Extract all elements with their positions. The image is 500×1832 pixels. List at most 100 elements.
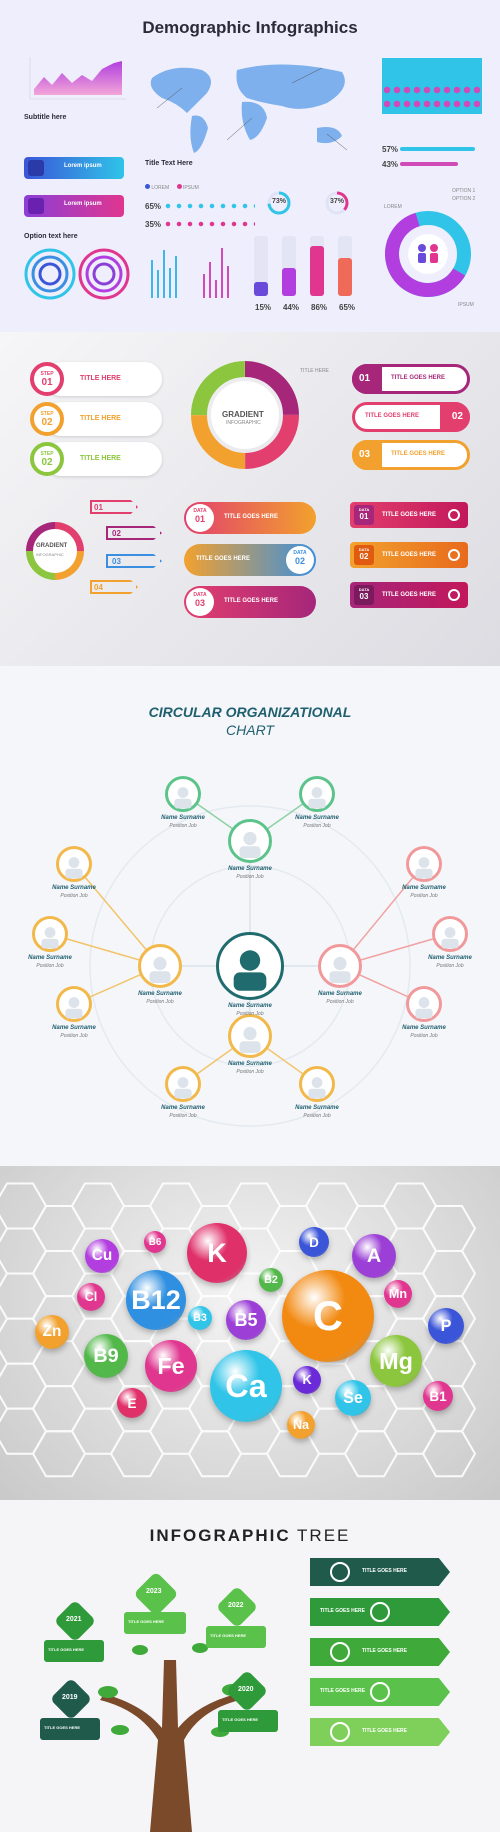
org-node[interactable] bbox=[318, 944, 362, 988]
right-row-2[interactable]: 02 TITLE GOES HERE bbox=[352, 402, 470, 432]
data-tag-badge: DATA 03 bbox=[354, 585, 374, 605]
arrow-item-4[interactable]: 04 bbox=[90, 580, 138, 594]
tree-card-2023[interactable]: TITLE GOES HERE bbox=[124, 1612, 186, 1634]
ribbon-item[interactable]: TITLE GOES HERE bbox=[310, 1678, 450, 1706]
vitamin-ball: B6 bbox=[144, 1231, 166, 1253]
step-title: TITLE HERE bbox=[80, 375, 121, 382]
org-node[interactable] bbox=[228, 1014, 272, 1058]
option-2-label: OPTION 2 bbox=[452, 196, 476, 202]
right-row-1[interactable]: 01 TITLE GOES HERE bbox=[352, 364, 470, 394]
step-item-2[interactable]: STEP 02 TITLE HERE bbox=[30, 402, 162, 436]
data-bar-2[interactable]: DATA 02 TITLE GOES HERE bbox=[184, 544, 316, 576]
org-node[interactable] bbox=[406, 846, 442, 882]
dot-row bbox=[165, 203, 255, 209]
ribbon-item[interactable]: TITLE GOES HERE bbox=[310, 1638, 450, 1666]
donut-chart bbox=[385, 211, 471, 297]
tree-card-2021[interactable]: TITLE GOES HERE bbox=[44, 1640, 104, 1662]
world-map bbox=[150, 64, 348, 153]
org-node[interactable] bbox=[228, 819, 272, 863]
vitamin-symbol: Mn bbox=[388, 1287, 408, 1301]
org-node-name: Name Surname bbox=[228, 1061, 272, 1067]
ribbon-item[interactable]: TITLE GOES HERE bbox=[310, 1598, 450, 1626]
data-title: TITLE GOES HERE bbox=[196, 556, 251, 562]
org-node-name: Name Surname bbox=[28, 955, 72, 961]
vitamin-ball: Cu bbox=[85, 1239, 119, 1273]
right-row-3[interactable]: 03 TITLE GOES HERE bbox=[352, 440, 470, 470]
tree-card-2020[interactable]: TITLE GOES HERE bbox=[218, 1710, 278, 1732]
org-node-name: Name Surname bbox=[295, 815, 339, 821]
org-node-position: Position Job bbox=[169, 823, 197, 829]
data-badge: DATA 02 bbox=[286, 546, 314, 574]
arrow-item-3[interactable]: 03 bbox=[106, 554, 162, 568]
data-tag-3[interactable]: DATA 03 TITLE GOES HERE bbox=[350, 582, 468, 608]
data-bar-1[interactable]: DATA 01 TITLE GOES HERE bbox=[184, 502, 316, 534]
org-node[interactable] bbox=[299, 1066, 335, 1102]
org-node[interactable] bbox=[165, 1066, 201, 1102]
gear-icon bbox=[448, 509, 460, 521]
org-node[interactable] bbox=[432, 916, 468, 952]
cylinder-bar-4 bbox=[338, 236, 352, 296]
org-node[interactable] bbox=[138, 944, 182, 988]
gear-icon bbox=[448, 589, 460, 601]
panel-title: Demographic Infographics bbox=[142, 18, 358, 37]
tree-title-bold: INFOGRAPHIC bbox=[149, 1526, 291, 1545]
org-node-position: Position Job bbox=[36, 963, 64, 969]
org-node-position: Position Job bbox=[303, 1113, 331, 1119]
vitamin-ball: P bbox=[428, 1308, 464, 1344]
year-2021: 2021 bbox=[66, 1616, 82, 1623]
vitamin-symbol: C bbox=[313, 1292, 343, 1339]
org-node[interactable] bbox=[56, 846, 92, 882]
org-node-name: Name Surname bbox=[52, 1025, 96, 1031]
gradient-panel: STEP 01 TITLE HERE STEP 02 TITLE HERE ST… bbox=[0, 332, 500, 666]
org-node[interactable] bbox=[56, 986, 92, 1022]
arrow-num: 01 bbox=[94, 503, 103, 512]
tree-card-2022[interactable]: TITLE GOES HERE bbox=[206, 1626, 266, 1648]
vitamin-ball: A bbox=[352, 1234, 396, 1278]
vitamin-symbol: K bbox=[207, 1237, 227, 1268]
step-label: STEP bbox=[40, 411, 54, 417]
org-node-center[interactable] bbox=[216, 932, 284, 1000]
ribbon-icon bbox=[330, 1722, 350, 1742]
demographic-panel: Demographic Infographics Subtitle here L… bbox=[0, 0, 500, 332]
pct-43: 43% bbox=[382, 160, 399, 169]
tree-card-2019[interactable]: TITLE GOES HERE bbox=[40, 1718, 100, 1740]
year-2020: 2020 bbox=[238, 1686, 254, 1693]
data-tag-1[interactable]: DATA 01 TITLE GOES HERE bbox=[350, 502, 468, 528]
row-title: TITLE GOES HERE bbox=[391, 375, 446, 381]
ribbon-item[interactable]: TITLE GOES HERE bbox=[310, 1558, 450, 1586]
vitamin-symbol: B3 bbox=[193, 1312, 207, 1324]
gauge-73 bbox=[267, 191, 291, 215]
data-bar-3[interactable]: DATA 03 TITLE GOES HERE bbox=[184, 586, 316, 618]
ribbon-item[interactable]: TITLE GOES HERE bbox=[310, 1718, 450, 1746]
arrow-item-2[interactable]: 02 bbox=[106, 526, 162, 540]
arrow-item-1[interactable]: 01 bbox=[90, 500, 138, 514]
legend-lorem: LOREM bbox=[151, 185, 170, 191]
org-node[interactable] bbox=[299, 776, 335, 812]
donut-ipsum: IPSUM bbox=[458, 302, 474, 308]
lorem-button-2[interactable]: Lorem ipsum bbox=[24, 195, 124, 217]
vitamin-symbol: B12 bbox=[131, 1284, 181, 1315]
vitamin-symbol: Cl bbox=[84, 1290, 98, 1304]
step-num: 02 bbox=[41, 417, 53, 428]
org-node-position: Position Job bbox=[303, 823, 331, 829]
row-title: TITLE GOES HERE bbox=[391, 451, 446, 457]
cylinder-bar-1 bbox=[254, 236, 268, 296]
person-icon bbox=[28, 160, 44, 176]
legend: LOREM IPSUM bbox=[145, 184, 199, 191]
lorem-button-1[interactable]: Lorem ipsum bbox=[24, 157, 124, 179]
org-node[interactable] bbox=[406, 986, 442, 1022]
org-node-position: Position Job bbox=[236, 874, 264, 880]
org-node[interactable] bbox=[32, 916, 68, 952]
ribbon-icon bbox=[330, 1562, 350, 1582]
step-item-3[interactable]: STEP 02 TITLE HERE bbox=[30, 442, 162, 476]
vitamin-ball: C bbox=[282, 1270, 374, 1362]
org-node[interactable] bbox=[165, 776, 201, 812]
data-tag-badge: DATA 01 bbox=[354, 505, 374, 525]
data-tag-2[interactable]: DATA 02 TITLE GOES HERE bbox=[350, 542, 468, 568]
lorem-label-1: Lorem ipsum bbox=[64, 163, 102, 169]
step-item-1[interactable]: STEP 01 TITLE HERE bbox=[30, 362, 162, 396]
step-badge: STEP 02 bbox=[30, 442, 64, 476]
vitamin-symbol: B1 bbox=[429, 1388, 447, 1404]
vitamin-symbol: K bbox=[302, 1373, 312, 1387]
